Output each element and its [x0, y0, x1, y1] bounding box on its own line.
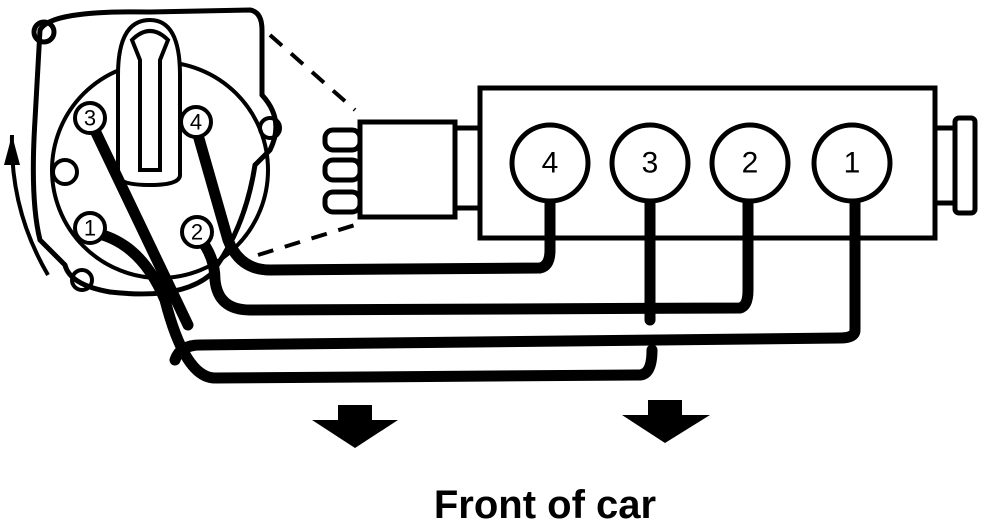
distributor-terminals: 3 4 1 2: [73, 101, 214, 249]
cylinder-2: [709, 122, 791, 204]
down-arrow-icon: [622, 400, 710, 443]
terminal-label: 4: [190, 110, 202, 135]
cylinder-1: [811, 122, 893, 204]
terminal-2: [180, 215, 214, 249]
cylinder-3: [609, 122, 691, 204]
cylinders: 4 3 2 1: [509, 122, 893, 204]
cylinder-4: [509, 122, 591, 204]
terminal-label: 1: [84, 216, 96, 241]
cylinder-label: 2: [742, 147, 759, 180]
cylinder-label: 3: [642, 147, 659, 180]
mounting-bolt-icon: [31, 19, 57, 45]
mounting-bolt-icon: [258, 116, 282, 140]
terminal-3: [73, 101, 107, 135]
terminal-1: [73, 211, 107, 245]
cylinder-label: 4: [542, 147, 559, 180]
terminal-label: 3: [84, 106, 96, 131]
down-arrow-icon: [312, 405, 398, 448]
terminal-4: [179, 105, 213, 139]
caption: Front of car: [434, 483, 656, 527]
terminal-label: 2: [191, 220, 203, 245]
spark-plug-wires: [84, 114, 861, 384]
cylinder-label: 1: [844, 147, 861, 180]
projection-lines: [257, 33, 357, 257]
mounting-bolt-icon: [70, 268, 94, 292]
